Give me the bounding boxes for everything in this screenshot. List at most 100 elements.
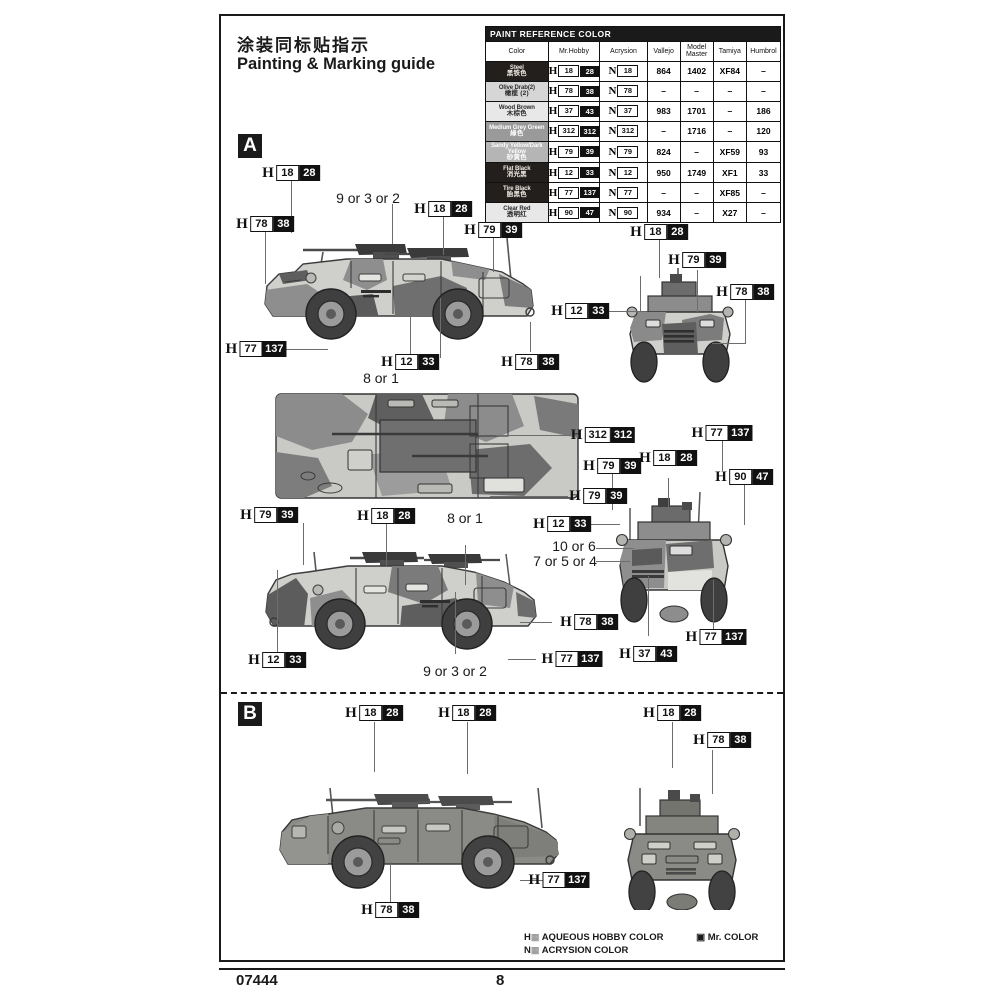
callout-code-black: 38 xyxy=(752,284,774,300)
callout-prefix: H xyxy=(619,645,631,662)
paint-callout[interactable]: H 18 28 xyxy=(643,705,701,721)
paint-callout[interactable]: H 12 33 xyxy=(551,303,609,319)
paint-color-name-cn: 綠色 xyxy=(510,129,524,137)
callout-prefix: H xyxy=(541,650,554,667)
paint-callout[interactable]: H 12 33 xyxy=(248,652,306,668)
paint-color-name-en: Olive Drab(2) xyxy=(498,84,535,91)
kit-number: 07444 xyxy=(236,972,278,989)
callout-code-white: 37 xyxy=(632,646,656,662)
part-number-callout: 9 or 3 or 2 xyxy=(423,663,487,679)
paint-color-name-en: Clear Red xyxy=(503,206,531,213)
callout-prefix: H xyxy=(569,487,581,504)
paint-callout[interactable]: H 79 39 xyxy=(569,488,627,504)
paint-callout[interactable]: H 79 39 xyxy=(464,222,522,238)
paint-color-name-cn: 橄榄 (2) xyxy=(504,89,529,97)
callout-code-white: 77 xyxy=(239,341,263,357)
paint-code-vallejo: 824 xyxy=(646,140,681,164)
code-white: 37 xyxy=(558,105,580,118)
paint-color-name-en: Sandy Yellow/Dark Yellow xyxy=(491,142,543,155)
paint-code-humbrol: – xyxy=(745,60,782,82)
paint-callout[interactable]: H 77 137 xyxy=(685,629,747,645)
callout-code-black: 39 xyxy=(605,488,627,504)
paint-callout[interactable]: H 77 137 xyxy=(225,341,287,357)
paint-code-model-master: – xyxy=(679,202,714,224)
code-black: 312 xyxy=(580,125,600,137)
col-header-tamiya: Tamiya xyxy=(712,41,747,62)
paint-callout[interactable]: H 78 38 xyxy=(501,354,559,370)
section-badge-b: B xyxy=(238,702,262,726)
callout-code-white: 12 xyxy=(394,354,418,370)
paint-callout[interactable]: H 77 137 xyxy=(691,424,753,441)
paint-callout[interactable]: H 79 39 xyxy=(240,507,298,523)
page-title-chinese: 涂装同标贴指示 xyxy=(237,36,370,55)
callout-code-white: 12 xyxy=(564,303,588,319)
col-header-color: Color xyxy=(485,41,549,62)
paint-code-tamiya: XF59 xyxy=(712,140,747,164)
section-badge-a: A xyxy=(238,134,262,158)
legend-square-icon-3: ▦ xyxy=(530,945,540,955)
leader-line xyxy=(722,441,724,471)
paint-callout[interactable]: H 18 28 xyxy=(639,450,697,466)
callout-prefix: H xyxy=(438,704,450,721)
paint-callout[interactable]: H 18 28 xyxy=(345,705,403,721)
callout-code-white: 77 xyxy=(555,651,579,667)
paint-callout[interactable]: H 18 28 xyxy=(357,508,415,524)
callout-code-white: 18 xyxy=(656,705,680,721)
code-white: 18 xyxy=(558,65,580,78)
paint-callout[interactable]: H 77 137 xyxy=(541,650,603,667)
paint-callout[interactable]: H 78 38 xyxy=(693,732,751,748)
code-white: 312 xyxy=(617,125,639,138)
paint-code-tamiya: – xyxy=(712,100,747,122)
leader-line xyxy=(659,240,661,278)
paint-code-humbrol: 120 xyxy=(745,120,782,142)
callout-code-black: 39 xyxy=(704,252,726,268)
paint-callout[interactable]: H 78 38 xyxy=(236,216,294,232)
paint-color-name-en: Tire Black xyxy=(503,186,531,193)
leader-line xyxy=(668,478,670,510)
callout-prefix: H xyxy=(240,506,252,523)
paint-callout[interactable]: H 78 38 xyxy=(716,284,774,300)
paint-code-vallejo: – xyxy=(646,80,681,102)
paint-code-tamiya: – xyxy=(712,80,747,102)
leader-line xyxy=(282,349,328,351)
paint-callout[interactable]: H 12 33 xyxy=(533,516,591,532)
paint-callout[interactable]: H 37 43 xyxy=(619,646,677,662)
code-white: 78 xyxy=(558,85,580,98)
paint-callout[interactable]: H 18 28 xyxy=(630,224,688,240)
paint-callout[interactable]: H 18 28 xyxy=(414,201,472,217)
paint-color-name-cn: 木棕色 xyxy=(506,109,527,117)
paint-callout[interactable]: H 78 38 xyxy=(560,614,618,630)
paint-color-name-en: Wood Brown xyxy=(498,104,535,111)
callout-prefix: H xyxy=(630,223,642,240)
paint-callout[interactable]: H 78 38 xyxy=(361,902,419,918)
paint-callout[interactable]: H 90 47 xyxy=(715,469,773,485)
legend-code-n: N xyxy=(524,945,531,956)
paint-callout[interactable]: H 18 28 xyxy=(262,165,320,181)
leader-line xyxy=(697,270,699,312)
callout-code-black: 38 xyxy=(272,216,294,232)
leader-line xyxy=(745,300,747,344)
code-white: 12 xyxy=(617,166,639,179)
paint-callout[interactable]: H 18 28 xyxy=(438,705,496,721)
part-number-callout: 8 or 1 xyxy=(363,370,399,386)
paint-color-name-en: Medium Grey Green xyxy=(489,124,545,131)
callout-code-white: 12 xyxy=(546,516,570,532)
callout-code-white: 12 xyxy=(261,652,285,668)
paint-callout[interactable]: H 79 39 xyxy=(668,252,726,268)
paint-callout[interactable]: H 79 39 xyxy=(583,458,641,474)
paint-callout[interactable]: H 312 312 xyxy=(571,427,636,443)
leader-line xyxy=(600,311,640,313)
callout-prefix: H xyxy=(691,424,704,441)
leader-line xyxy=(303,523,305,565)
paint-callout[interactable]: H 77 137 xyxy=(528,872,590,888)
paint-callout[interactable]: H 12 33 xyxy=(381,354,439,370)
code-black: 39 xyxy=(580,146,600,158)
leader-line xyxy=(467,722,469,774)
